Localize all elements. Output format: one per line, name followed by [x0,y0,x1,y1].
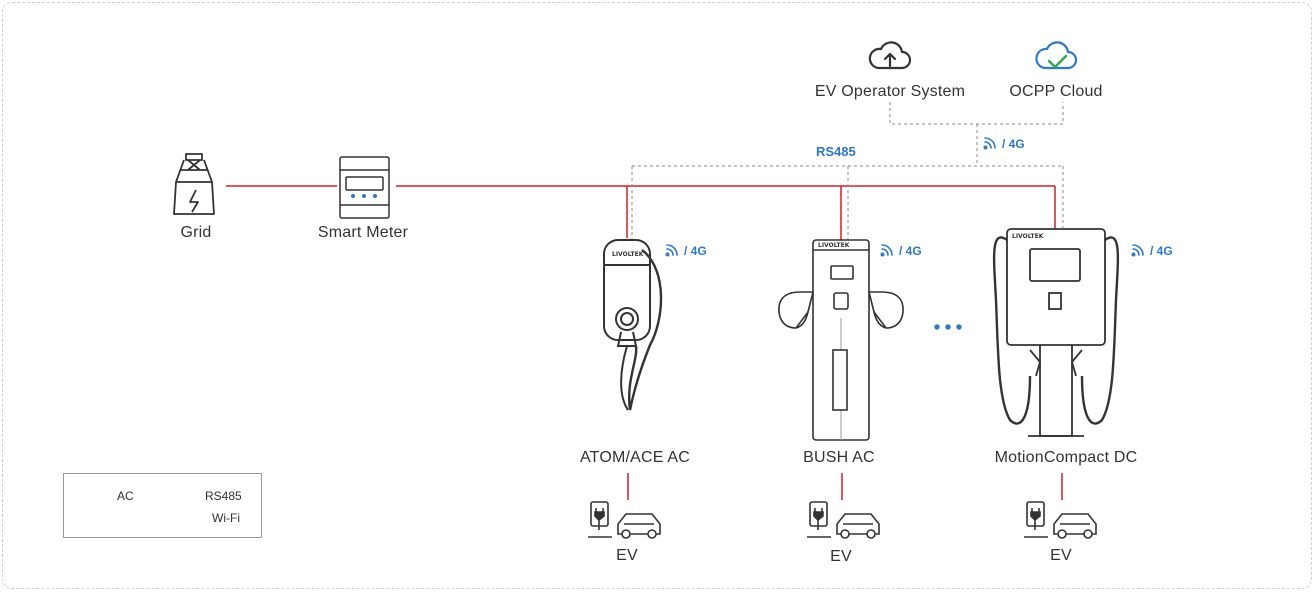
network-label-atom: / 4G [684,244,707,258]
more-chargers-dots [934,324,962,330]
atom-charger-icon: LIVOLTEK [603,239,663,411]
atom-ace-label: ATOM/ACE AC [579,449,691,466]
smart-meter-icon [339,156,390,219]
cloud-bracket [889,102,1064,125]
power-tower-icon [173,153,215,215]
ev-label-2: EV [830,548,852,565]
legend-box: AC RS485 Wi-Fi [63,473,262,538]
ac-lines [226,185,1063,500]
grid-label: Grid [180,224,212,241]
rs485-label: RS485 [816,144,856,159]
wifi-icon-bush [880,244,893,257]
bush-charger-icon: LIVOLTEK [778,239,904,441]
upload-cloud-icon [868,41,912,70]
wifi-icons [665,137,1144,257]
network-label-bush: / 4G [899,244,922,258]
ev-icon-3 [1024,501,1097,539]
ocpp-cloud-label: OCPP Cloud [1009,83,1103,100]
rs485-lines [631,102,1064,240]
wifi-icon-cloud [983,137,996,150]
ev-icon-1 [588,501,661,539]
ev-label-1: EV [616,547,638,564]
legend-ac-label: AC [117,489,134,503]
legend-wifi-label: Wi-Fi [212,511,240,525]
ev-label-3: EV [1050,547,1072,564]
ocpp-cloud-icon [1035,41,1078,70]
network-label-cloud: / 4G [1002,137,1025,151]
smart-meter-label: Smart Meter [317,224,409,241]
ev-operator-system-label: EV Operator System [814,83,966,100]
ev-icon-2 [807,501,880,539]
wifi-icon-motion [1131,244,1144,257]
svg-text:LIVOLTEK: LIVOLTEK [818,242,850,249]
legend-rs485-label: RS485 [205,489,242,503]
motioncompact-label: MotionCompact DC [994,449,1138,466]
svg-text:LIVOLTEK: LIVOLTEK [1012,233,1044,240]
bush-label: BUSH AC [803,449,875,466]
motioncompact-charger-icon: LIVOLTEK [992,228,1120,437]
network-label-motion: / 4G [1150,244,1173,258]
wifi-icon-atom [665,244,678,257]
svg-text:LIVOLTEK: LIVOLTEK [612,251,644,258]
